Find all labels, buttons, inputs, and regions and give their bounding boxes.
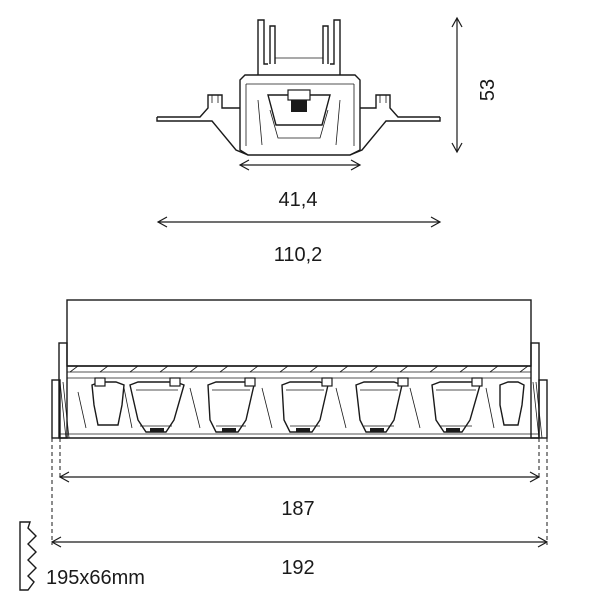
- outer-width-label: 110,2: [274, 244, 323, 266]
- cutout-label: 195x66mm: [46, 567, 145, 589]
- inner-length-label: 187: [281, 498, 314, 520]
- side-view: [51, 299, 548, 439]
- saw-cut-icon: [19, 521, 37, 591]
- section-view: [156, 19, 441, 156]
- outer-width-dimension: 110,2: [156, 216, 442, 266]
- height-dimension: 53: [451, 16, 499, 154]
- height-dimension-label: 53: [477, 79, 499, 101]
- outer-length-dimension: 192: [50, 536, 549, 579]
- inner-width-label: 41,4: [279, 189, 318, 211]
- outer-length-label: 192: [281, 557, 314, 579]
- inner-width-dimension: 41,4: [238, 159, 362, 211]
- reflector-row: [77, 377, 525, 433]
- extension-lines: [51, 438, 548, 545]
- inner-length-dimension: 187: [58, 471, 541, 520]
